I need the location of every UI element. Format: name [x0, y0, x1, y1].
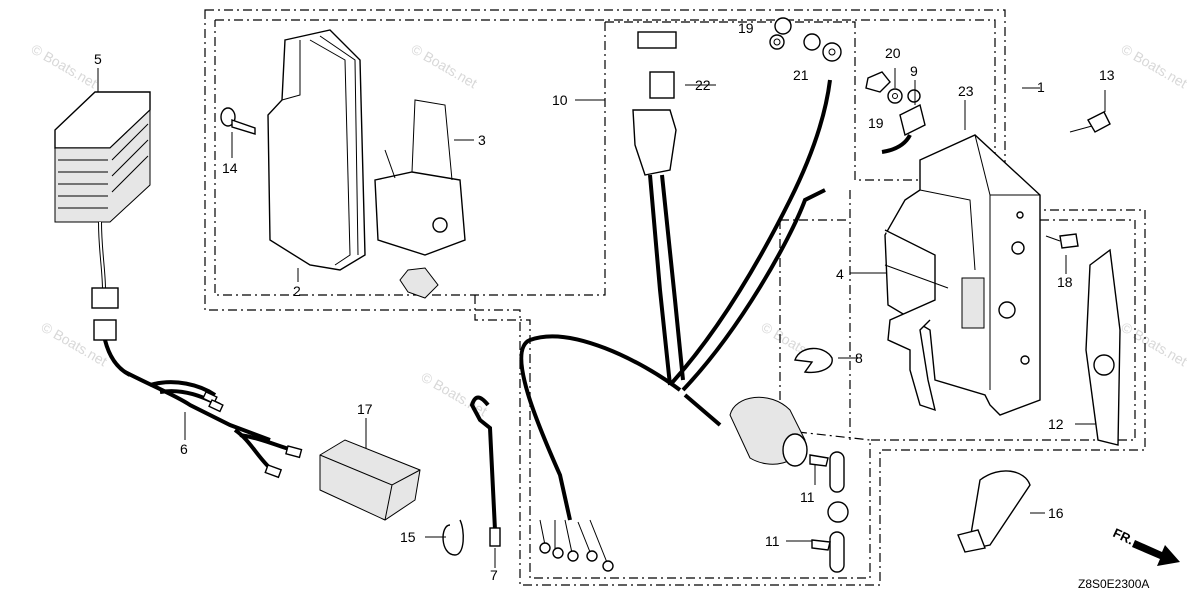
callout-18: 18 — [1057, 274, 1073, 290]
wire-harness-part — [124, 370, 303, 479]
wire-part — [519, 31, 832, 521]
front-direction-label: FR. — [1111, 525, 1136, 547]
diagram-code: Z8S0E2300A — [1078, 577, 1149, 591]
callout-11b: 11 — [765, 533, 780, 549]
front-direction-indicator: FR. — [1111, 525, 1180, 566]
callout-1: 1 — [1037, 79, 1045, 95]
callout-7: 7 — [490, 567, 498, 583]
watermark-text: © Boats.net — [409, 41, 481, 92]
callout-2: 2 — [293, 283, 301, 299]
callout-5: 5 — [94, 51, 102, 67]
callout-6: 6 — [180, 441, 188, 457]
bracket-part — [374, 99, 466, 299]
callout-16: 16 — [1048, 505, 1064, 521]
watermark-text: © Boats.net — [29, 41, 101, 92]
callout-20: 20 — [885, 45, 901, 61]
callout-15: 15 — [400, 529, 416, 545]
callout-9: 9 — [910, 63, 918, 79]
control-box-part — [884, 134, 1041, 416]
screw-part — [1045, 233, 1079, 249]
screw-part — [1069, 111, 1111, 133]
gasket-part — [1085, 248, 1121, 446]
clip-part — [442, 519, 464, 556]
cover-part — [267, 29, 366, 271]
fastener-part — [809, 451, 849, 573]
callout-21: 21 — [793, 67, 809, 83]
callout-12: 12 — [1048, 416, 1064, 432]
callout-10: 10 — [552, 92, 568, 108]
callout-19: 19 — [738, 20, 754, 36]
plate-part — [884, 229, 949, 412]
callout-19b: 19 — [868, 115, 884, 131]
regulator-part — [54, 91, 151, 377]
front-arrow-icon — [1132, 540, 1180, 566]
callout-17: 17 — [357, 401, 373, 417]
callout-labels: 1 2 3 4 5 6 7 8 9 10 11 11 12 13 14 15 1… — [94, 20, 1115, 583]
callout-3: 3 — [478, 132, 486, 148]
clamp-part — [794, 347, 833, 374]
callout-11: 11 — [800, 489, 815, 505]
watermark-text: © Boats.net — [419, 369, 491, 420]
callout-4: 4 — [836, 266, 844, 282]
foam-block-part — [319, 439, 421, 521]
watermark-text: © Boats.net — [1119, 41, 1191, 92]
nut-washer-part — [769, 17, 926, 154]
screw-part — [220, 107, 256, 135]
rod-part — [469, 395, 501, 547]
terminal-part — [539, 519, 614, 572]
callout-22: 22 — [695, 77, 711, 93]
callout-13: 13 — [1099, 67, 1115, 83]
leader-lines — [97, 68, 1106, 568]
watermark-text: © Boats.net — [1119, 319, 1191, 370]
callout-23: 23 — [958, 83, 974, 99]
solenoid-part — [729, 396, 808, 467]
callout-8: 8 — [855, 350, 863, 366]
tie-band-part — [957, 470, 1031, 553]
callout-14: 14 — [222, 160, 238, 176]
